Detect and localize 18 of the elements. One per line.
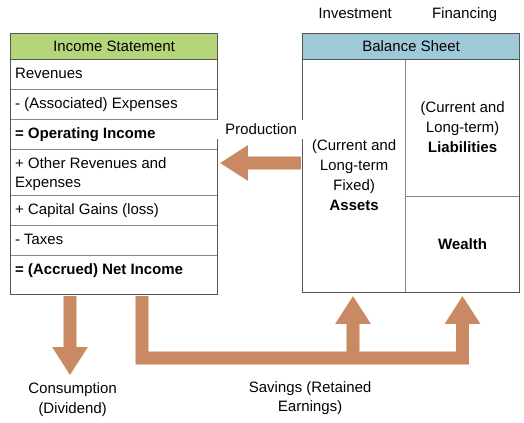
table-row: = (Accrued) Net Income (11, 256, 217, 294)
thick-arrow (52, 296, 88, 375)
table-title: Income Statement (11, 34, 217, 60)
statement-table (10, 33, 218, 295)
table-row: + Capital Gains (loss) (11, 196, 217, 226)
table-cell: (Current and Long-term) Liabilities (406, 60, 519, 197)
table-row: Revenues (11, 60, 217, 90)
thick-arrow (220, 145, 301, 181)
statement-table (302, 33, 520, 293)
table-row: + Other Revenues and Expenses (11, 150, 217, 196)
table-title: Balance Sheet (303, 34, 519, 60)
table-row: - (Associated) Expenses (11, 90, 217, 120)
column-heading: Investment (317, 4, 393, 23)
table-row: - Taxes (11, 226, 217, 256)
edge-label: Production (216, 120, 306, 139)
column-heading: Financing (430, 4, 498, 23)
table-cell: Wealth (406, 197, 519, 292)
flow-label: Consumption (Dividend) (15, 378, 130, 420)
